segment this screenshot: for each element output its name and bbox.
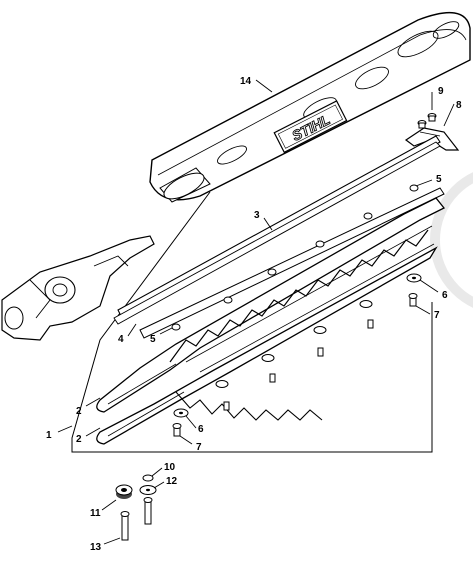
callout-14: 14 [240, 76, 273, 93]
guide-bar [113, 135, 441, 325]
callout-6-right: 6 [419, 279, 448, 301]
callout-label: 13 [90, 542, 102, 553]
callout-label: 2 [76, 434, 82, 445]
watermark-circle [430, 172, 473, 308]
callout-2-lower: 2 [76, 427, 101, 445]
callout-label: 7 [196, 442, 202, 453]
callout-5-left: 5 [150, 327, 173, 345]
blade-guard: STIHL [149, 11, 471, 203]
callout-6-left: 6 [185, 415, 204, 435]
cutting-blades [96, 197, 446, 445]
callout-7-right: 7 [415, 305, 440, 321]
loose-parts [115, 474, 157, 541]
callout-label: 9 [438, 86, 444, 97]
callout-5-top: 5 [415, 174, 442, 187]
callout-4: 4 [118, 323, 137, 345]
callout-9: 9 [431, 86, 444, 110]
callout-label: 3 [254, 210, 260, 221]
bolts-part-7 [172, 293, 418, 437]
callout-1: 1 [46, 425, 73, 441]
callout-label: 1 [46, 430, 52, 441]
callout-8: 8 [443, 100, 462, 127]
spacer-strip [139, 187, 445, 339]
callout-label: 14 [240, 76, 252, 87]
callout-label: 8 [456, 100, 462, 111]
callout-10: 10 [151, 462, 176, 477]
callout-label: 5 [436, 174, 442, 185]
callout-12: 12 [153, 476, 178, 489]
callout-label: 6 [198, 424, 204, 435]
callout-label: 10 [164, 462, 176, 473]
callout-13: 13 [90, 537, 121, 553]
callout-7-left: 7 [179, 435, 202, 453]
washers-part-6 [173, 273, 422, 418]
callout-label: 11 [90, 508, 101, 519]
callout-label: 6 [442, 290, 448, 301]
callout-label: 2 [76, 406, 82, 417]
callout-3: 3 [254, 210, 273, 231]
callout-label: 12 [166, 476, 178, 487]
callout-11: 11 [90, 499, 117, 519]
callout-label: 5 [150, 334, 156, 345]
screws-part-9 [417, 113, 437, 129]
spacers-part-5 [171, 184, 419, 331]
trimmer-motor-unit [1, 235, 155, 341]
callout-label: 4 [118, 334, 124, 345]
callout-2-upper: 2 [76, 397, 101, 417]
callout-label: 7 [434, 310, 440, 321]
